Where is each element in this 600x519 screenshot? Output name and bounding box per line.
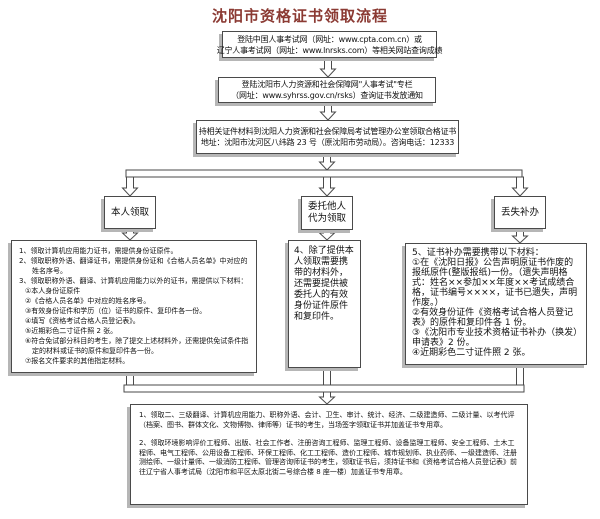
- branch-label-proxy: 委托他人代为领取: [301, 196, 353, 230]
- requirement-item: ②《合格人员名单》中对应的姓名序号。: [25, 297, 151, 305]
- requirement-item: ⑥符合免试部分科目的考生，除了提交上述材料外，还需提供免试条件指定的材料或证书的…: [25, 337, 249, 355]
- down-arrow-icon: [318, 176, 336, 197]
- footer-box-stamping-instructions: 1、领取二、三级翻译、计算机应用能力、职称外语、会计、卫生、审计、统计、经济、二…: [130, 404, 528, 505]
- page-title: 沈阳市资格证书领取流程: [211, 7, 388, 25]
- footer-paragraph: 2、领取环境影响评价工程师、出版、社会工作者、注册咨询工程师、监理工程师、设备监…: [139, 439, 517, 476]
- down-arrow-icon: [121, 176, 139, 197]
- step-text-line: 持相关证件材料到沈阳人力资源和社会保障局考试管理办公室领取合格证书: [198, 127, 457, 136]
- step-text-line: 辽宁人事考试网（网址：www.lnrsks.com）等相关网站查询成绩: [216, 45, 443, 55]
- branch-label-line: 本人领取: [110, 206, 149, 218]
- down-arrow-icon: [511, 228, 529, 244]
- requirement-item: ④近期彩色二寸证件照 2 张。: [412, 348, 531, 358]
- down-arrow-icon: [121, 228, 139, 241]
- branch-label-lost: 丢失补办: [494, 196, 546, 229]
- branch-label-line: 代为领取: [307, 213, 346, 224]
- distributor-bar: [125, 169, 523, 178]
- step-text-line: 登陆中国人事考试网（网址：www.cpta.com.cn）或: [237, 34, 422, 44]
- connector-stub: [323, 367, 331, 388]
- down-arrow-icon: [318, 229, 336, 241]
- requirement-item: 5、证书补办需要携带以下材料：: [412, 248, 544, 258]
- branch-label-line: 丢失补办: [500, 206, 539, 218]
- requirement-item: ①本人身份证原件: [25, 287, 81, 295]
- connector-stub: [516, 364, 524, 388]
- step-text-line: 登陆沈阳市人力资源和社会保障网"人事考试"专栏: [241, 80, 413, 89]
- branch-label-line: 委托他人: [307, 201, 346, 212]
- requirement-paragraph: 4、除了提供本人领取需要携带的材料外，还需要提供被委托人的有效身份证件原件和复印…: [294, 246, 354, 322]
- requirement-item: ③《沈阳市专业技术资格证书补办（换发）申请表》2 份。: [412, 328, 578, 348]
- footer-paragraph: 1、领取二、三级翻译、计算机应用能力、职称外语、会计、卫生、审计、统计、经济、二…: [139, 411, 515, 429]
- down-arrow-icon: [319, 102, 337, 121]
- requirement-item: ④填写《资格考试合格人员登记表》。: [25, 317, 140, 325]
- requirement-item: ①在《沈阳日报》公告声明原证书作废的报纸原件(整版报纸)一份。（遗失声明格式：姓…: [412, 258, 578, 308]
- requirement-item: 2、领取职称外语、翻译证书，需提供身份证和《合格人员名单》中对应的姓名序号。: [19, 257, 248, 275]
- requirement-item: ⑤近期彩色二寸证件照 2 张。: [25, 327, 118, 335]
- branch-label-self: 本人领取: [104, 196, 156, 229]
- down-arrow-icon: [319, 57, 337, 78]
- requirement-item: ⑦报名文件要求的其他指定材料。: [25, 357, 130, 365]
- detail-box-self-requirements: 1、领取计算机应用能力证书，需提供身份证原件。 2、领取职称外语、翻译证书，需提供…: [11, 240, 257, 373]
- down-arrow-icon: [318, 153, 336, 171]
- requirement-item: ③有效身份证件和学历（位）证书的原件、复印件各一份。: [25, 307, 207, 315]
- detail-box-lost-requirements: 5、证书补办需要携带以下材料：①在《沈阳日报》公告声明原证书作废的报纸原件(整版…: [405, 243, 587, 365]
- step-box-collect-certificate: 持相关证件材料到沈阳人力资源和社会保障局考试管理办公室领取合格证书地址：沈阳市沈…: [196, 120, 459, 154]
- step-text-line: 地址：沈阳市沈河区八纬路 23 号（原沈阳市劳动局）。咨询电话：12333: [200, 138, 455, 147]
- step-box-query-score: 登陆中国人事考试网（网址：www.cpta.com.cn）或辽宁人事考试网（网址…: [217, 31, 443, 58]
- requirement-item: 1、领取计算机应用能力证书，需提供身份证原件。: [19, 247, 178, 255]
- down-arrow-icon: [318, 391, 336, 405]
- requirement-item: 3、领取职称外语、翻译、计算机应用能力以外的证书，需提供以下材料：: [19, 277, 248, 285]
- down-arrow-icon: [511, 176, 529, 197]
- detail-box-proxy-requirements: 4、除了提供本人领取需要携带的材料外，还需要提供被委托人的有效身份证件原件和复印…: [288, 240, 361, 368]
- step-box-query-notice: 登陆沈阳市人力资源和社会保障网"人事考试"专栏 （网址：www.syhrss.go…: [218, 77, 436, 103]
- merge-bar: [123, 384, 525, 393]
- requirement-item: ②有效身份证件《资格考试合格人员登记表》的原件和复印件各 1 份。: [412, 308, 574, 328]
- step-text-line: （网址：www.syhrss.gov.cn/rsks）查询证书发放通知: [231, 91, 423, 100]
